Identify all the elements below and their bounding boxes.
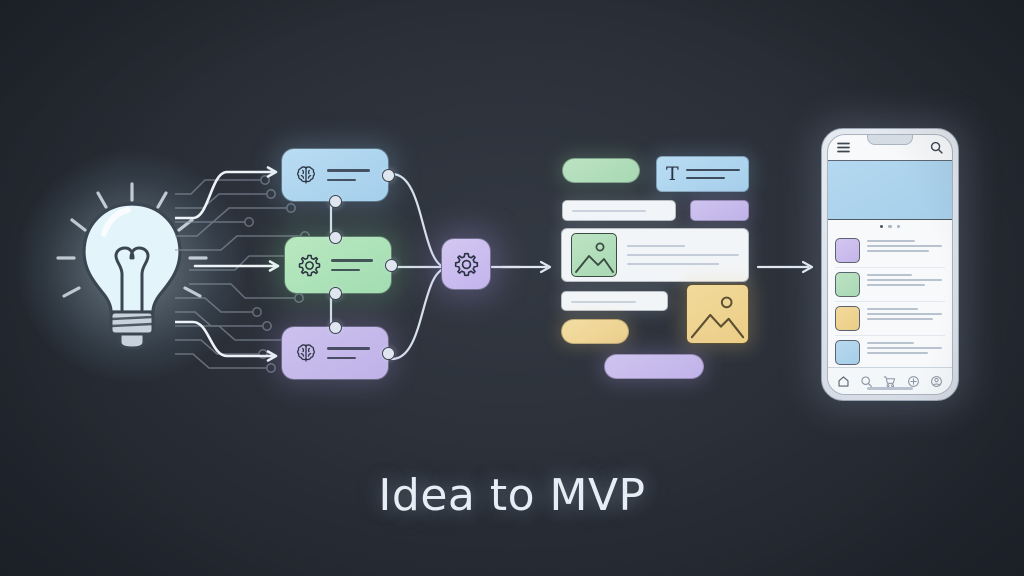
wf-pill-purple-wide[interactable] [604, 354, 704, 379]
list-line [867, 308, 919, 310]
list-line [867, 279, 942, 281]
page-title: Idea to MVP [378, 470, 646, 521]
home-indicator [867, 387, 913, 390]
card-line [331, 268, 360, 271]
phone-topbar [828, 135, 952, 161]
phone-mockup [821, 128, 959, 401]
wf-line [571, 300, 637, 303]
wf-line [627, 244, 686, 247]
wf-pill-purple[interactable] [690, 200, 749, 221]
wf-line [685, 177, 725, 180]
list-item[interactable] [835, 234, 945, 268]
carousel-dot[interactable] [879, 224, 884, 229]
hamburger-menu-icon[interactable] [837, 142, 850, 153]
list-item-lines [867, 272, 945, 287]
list-line [867, 313, 942, 315]
card-line [327, 169, 371, 172]
image-placeholder-icon [690, 296, 745, 339]
list-item[interactable] [835, 302, 945, 336]
node-card-purple[interactable] [281, 320, 395, 380]
card-line [327, 356, 357, 359]
wf-line [627, 263, 719, 266]
list-item-thumb [835, 340, 860, 365]
wf-card-lines [685, 168, 748, 180]
card-text-lines [327, 169, 376, 181]
brain-icon [297, 166, 315, 184]
carousel-dot[interactable] [888, 224, 892, 229]
wf-input-bar-2[interactable] [561, 291, 668, 311]
carousel-dots[interactable] [828, 220, 952, 233]
image-placeholder-icon [571, 233, 617, 277]
card-line [327, 178, 357, 181]
gear-icon [454, 252, 478, 276]
list-line [867, 347, 942, 349]
port-top[interactable] [329, 320, 342, 334]
wf-media-lines [627, 244, 739, 266]
arrow-wireframe-to-phone [756, 260, 814, 274]
processing-hub[interactable] [441, 238, 491, 290]
list-line [867, 318, 933, 321]
wf-text-card[interactable]: T [656, 156, 749, 192]
port-bottom[interactable] [329, 194, 342, 208]
list-item-lines [867, 306, 945, 321]
search-icon[interactable] [930, 141, 943, 154]
phone-list[interactable] [828, 233, 952, 367]
card-text-lines [331, 259, 379, 271]
wf-pill-green[interactable] [562, 158, 640, 183]
phone-notch [867, 135, 913, 145]
node-card-green[interactable] [284, 230, 398, 300]
account-icon[interactable] [930, 375, 943, 388]
list-item-lines [867, 238, 945, 253]
node-card-blue[interactable] [281, 148, 395, 208]
lightbulb-icon [56, 182, 208, 350]
card-line [331, 259, 374, 262]
image-glyph [575, 242, 614, 273]
wf-line [685, 168, 740, 171]
wf-pill-yellow[interactable] [561, 319, 629, 344]
list-item-thumb [835, 306, 860, 331]
list-line [867, 274, 913, 276]
search-icon[interactable] [860, 375, 873, 388]
list-item-lines [867, 340, 945, 355]
list-line [867, 284, 925, 287]
cart-icon[interactable] [883, 375, 896, 388]
gear-icon [298, 254, 321, 276]
wireframe-board: T [556, 156, 752, 380]
port-right[interactable] [381, 347, 395, 360]
home-icon[interactable] [837, 375, 850, 388]
list-line [867, 250, 930, 253]
carousel-dot[interactable] [896, 224, 901, 229]
phone-screen [827, 134, 953, 395]
list-item[interactable] [835, 268, 945, 302]
list-line [867, 352, 928, 355]
port-top[interactable] [329, 230, 342, 244]
wf-line [572, 210, 646, 213]
port-bottom[interactable] [329, 286, 342, 300]
circuit-traces [175, 166, 310, 373]
list-line [867, 245, 942, 247]
port-right[interactable] [381, 169, 395, 182]
list-item-thumb [835, 272, 860, 297]
add-circle-icon[interactable] [907, 375, 920, 388]
port-right[interactable] [384, 259, 398, 272]
list-item-thumb [835, 238, 860, 263]
wf-media-card[interactable] [561, 228, 749, 282]
list-item[interactable] [835, 336, 945, 367]
wf-input-bar[interactable] [562, 200, 676, 221]
wf-line [627, 253, 739, 257]
list-line [867, 342, 914, 344]
hero-banner[interactable] [828, 161, 952, 220]
card-line [327, 347, 371, 350]
list-line [867, 240, 916, 242]
brain-icon [297, 344, 315, 362]
card-text-lines [327, 347, 376, 359]
wf-image-tile-yellow[interactable] [686, 284, 749, 344]
text-T-icon: T [666, 162, 679, 185]
arrow-hub-to-wireframe [490, 260, 552, 274]
